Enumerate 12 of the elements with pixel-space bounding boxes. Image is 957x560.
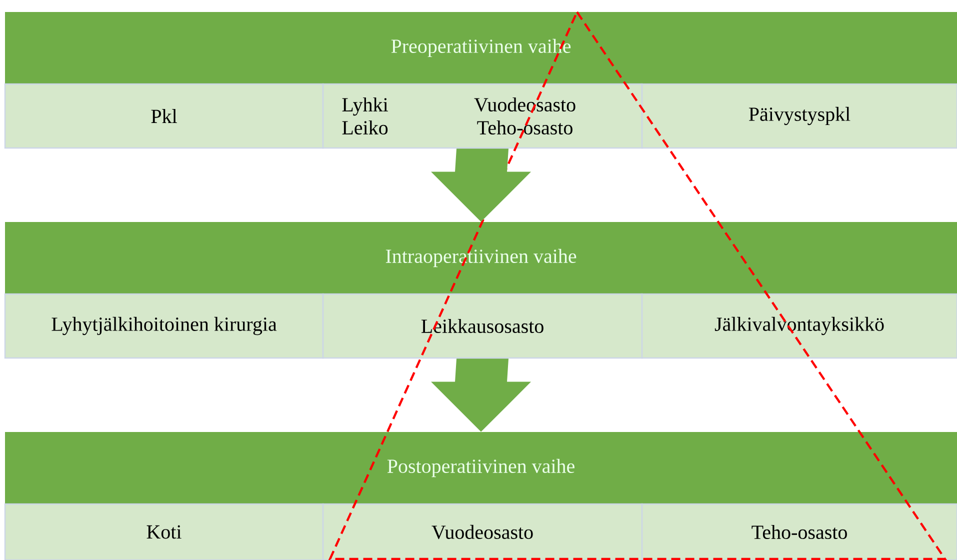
block-arrow	[431, 358, 531, 432]
table-cell: Lyhki Leiko Vuodeosasto Teho-osasto	[322, 83, 643, 149]
phase-header: Intraoperatiivinen vaihe	[5, 222, 957, 294]
phase-header: Postoperatiivinen vaihe	[5, 432, 957, 504]
table-cell: Jälkivalvontayksikkö	[641, 293, 957, 359]
table-cell: Vuodeosasto	[322, 503, 643, 560]
block-arrow	[431, 148, 531, 222]
table-cell: Koti	[4, 503, 324, 560]
table-cell: Lyhytjälkihoitoinen kirurgia	[4, 293, 324, 359]
table-cell: Teho-osasto	[641, 503, 957, 560]
table-cell: Pkl	[4, 83, 324, 149]
table-cell: Päivystyspkl	[641, 83, 957, 149]
